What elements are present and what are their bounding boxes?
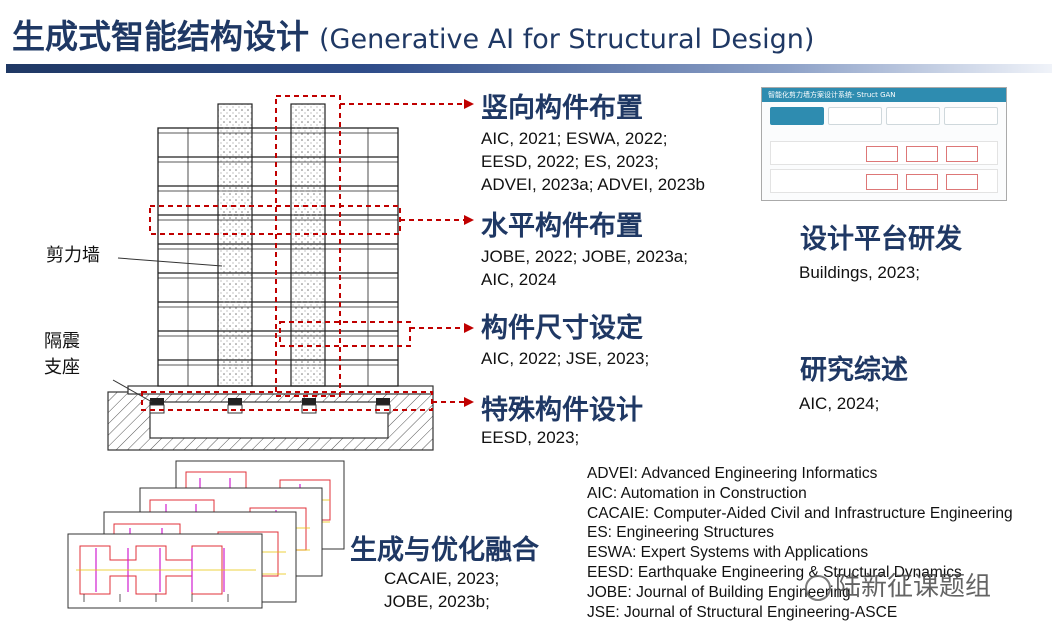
abbreviation-item: AIC: Automation in Construction [587, 484, 807, 502]
abbreviation-list: ADVEI: Advanced Engineering Informatics … [587, 464, 1013, 622]
mini-plan [946, 174, 978, 190]
superstructure [157, 127, 399, 387]
platform-refs: Buildings, 2023; [799, 261, 920, 284]
isolation-bearing-label-line1: 隔震 [44, 331, 80, 352]
platform-screenshot-title: 智能化剪力墙方案设计系统- Struct GAN [762, 88, 1006, 102]
platform-tab [944, 107, 998, 125]
ref-line: AIC, 2024; [799, 394, 880, 413]
floor-plan-1 [67, 533, 263, 609]
platform-screenshot: 智能化剪力墙方案设计系统- Struct GAN [761, 87, 1007, 201]
review-heading: 研究综述 [800, 355, 908, 386]
abbreviation-item: EESD: Earthquake Engineering & Structura… [587, 563, 962, 581]
review-refs: AIC, 2024; [799, 392, 879, 415]
ref-line: ADVEI, 2023a; ADVEI, 2023b [481, 175, 705, 194]
title-cn: 生成式智能结构设计 [12, 17, 309, 56]
wechat-icon [805, 574, 831, 601]
platform-screenshot-row [770, 169, 998, 193]
platform-tab [886, 107, 940, 125]
abbreviation-item: ADVEI: Advanced Engineering Informatics [587, 465, 878, 482]
isolation-pointer [112, 379, 153, 403]
isolation-bearings [149, 398, 391, 414]
shear-walls [217, 103, 326, 387]
platform-heading: 设计平台研发 [800, 224, 962, 255]
abbreviation-item: ESWA: Expert Systems with Applications [587, 544, 869, 562]
ref-line: AIC, 2021; ESWA, 2022; [481, 129, 668, 148]
shear-wall-pointer [117, 257, 223, 267]
mini-plan [866, 174, 898, 190]
platform-screenshot-subtitle [770, 131, 998, 137]
ref-line: Buildings, 2023; [799, 263, 920, 282]
platform-screenshot-tabs [762, 102, 1006, 125]
section-vertical-members-refs: AIC, 2021; ESWA, 2022; EESD, 2022; ES, 2… [481, 127, 705, 196]
section-member-sizing-heading: 构件尺寸设定 [481, 313, 643, 344]
watermark: 陆新征课题组 [805, 566, 991, 603]
platform-tab [770, 107, 824, 125]
callout-arrowheads [464, 99, 474, 407]
fusion-refs: CACAIE, 2023; JOBE, 2023b; [384, 567, 499, 613]
section-special-members-refs: EESD, 2023; [481, 426, 579, 449]
platform-tab [828, 107, 882, 125]
section-vertical-members-heading: 竖向构件布置 [481, 93, 643, 124]
title-en: (Generative AI for Structural Design) [319, 24, 815, 55]
abbreviation-item: JOBE: Journal of Building Engineering [587, 583, 851, 601]
watermark-text: 陆新征课题组 [835, 572, 992, 602]
ref-line: AIC, 2022; JSE, 2023; [481, 349, 650, 368]
section-member-sizing-refs: AIC, 2022; JSE, 2023; [481, 347, 649, 370]
abbreviation-item: JSE: Journal of Structural Engineering-A… [587, 603, 898, 621]
floor-plan-stack [67, 460, 345, 609]
ref-line: JOBE, 2023b; [384, 592, 490, 611]
abbreviation-item: CACAIE: Computer-Aided Civil and Infrast… [587, 504, 1013, 522]
mini-plan [946, 146, 978, 162]
fusion-heading: 生成与优化融合 [350, 535, 539, 566]
dashed-callouts [141, 95, 466, 411]
page-title: 生成式智能结构设计 (Generative AI for Structural D… [12, 10, 814, 58]
mini-plan [906, 174, 938, 190]
mini-plan [866, 146, 898, 162]
platform-screenshot-row [770, 141, 998, 165]
abbreviation-item: ES: Engineering Structures [587, 524, 774, 542]
shear-wall-label: 剪力墙 [46, 245, 100, 266]
isolation-bearing-label-line2: 支座 [44, 357, 80, 378]
ref-line: EESD, 2023; [481, 428, 580, 447]
mini-plan [906, 146, 938, 162]
section-horizontal-members-heading: 水平构件布置 [481, 211, 643, 242]
ref-line: JOBE, 2022; JOBE, 2023a; [481, 247, 688, 266]
section-horizontal-members-refs: JOBE, 2022; JOBE, 2023a; AIC, 2024 [481, 245, 688, 291]
ref-line: CACAIE, 2023; [384, 569, 500, 588]
ref-line: AIC, 2024 [481, 270, 557, 289]
title-underline-bar [6, 64, 1052, 73]
ref-line: EESD, 2022; ES, 2023; [481, 152, 659, 171]
section-special-members-heading: 特殊构件设计 [481, 395, 643, 426]
